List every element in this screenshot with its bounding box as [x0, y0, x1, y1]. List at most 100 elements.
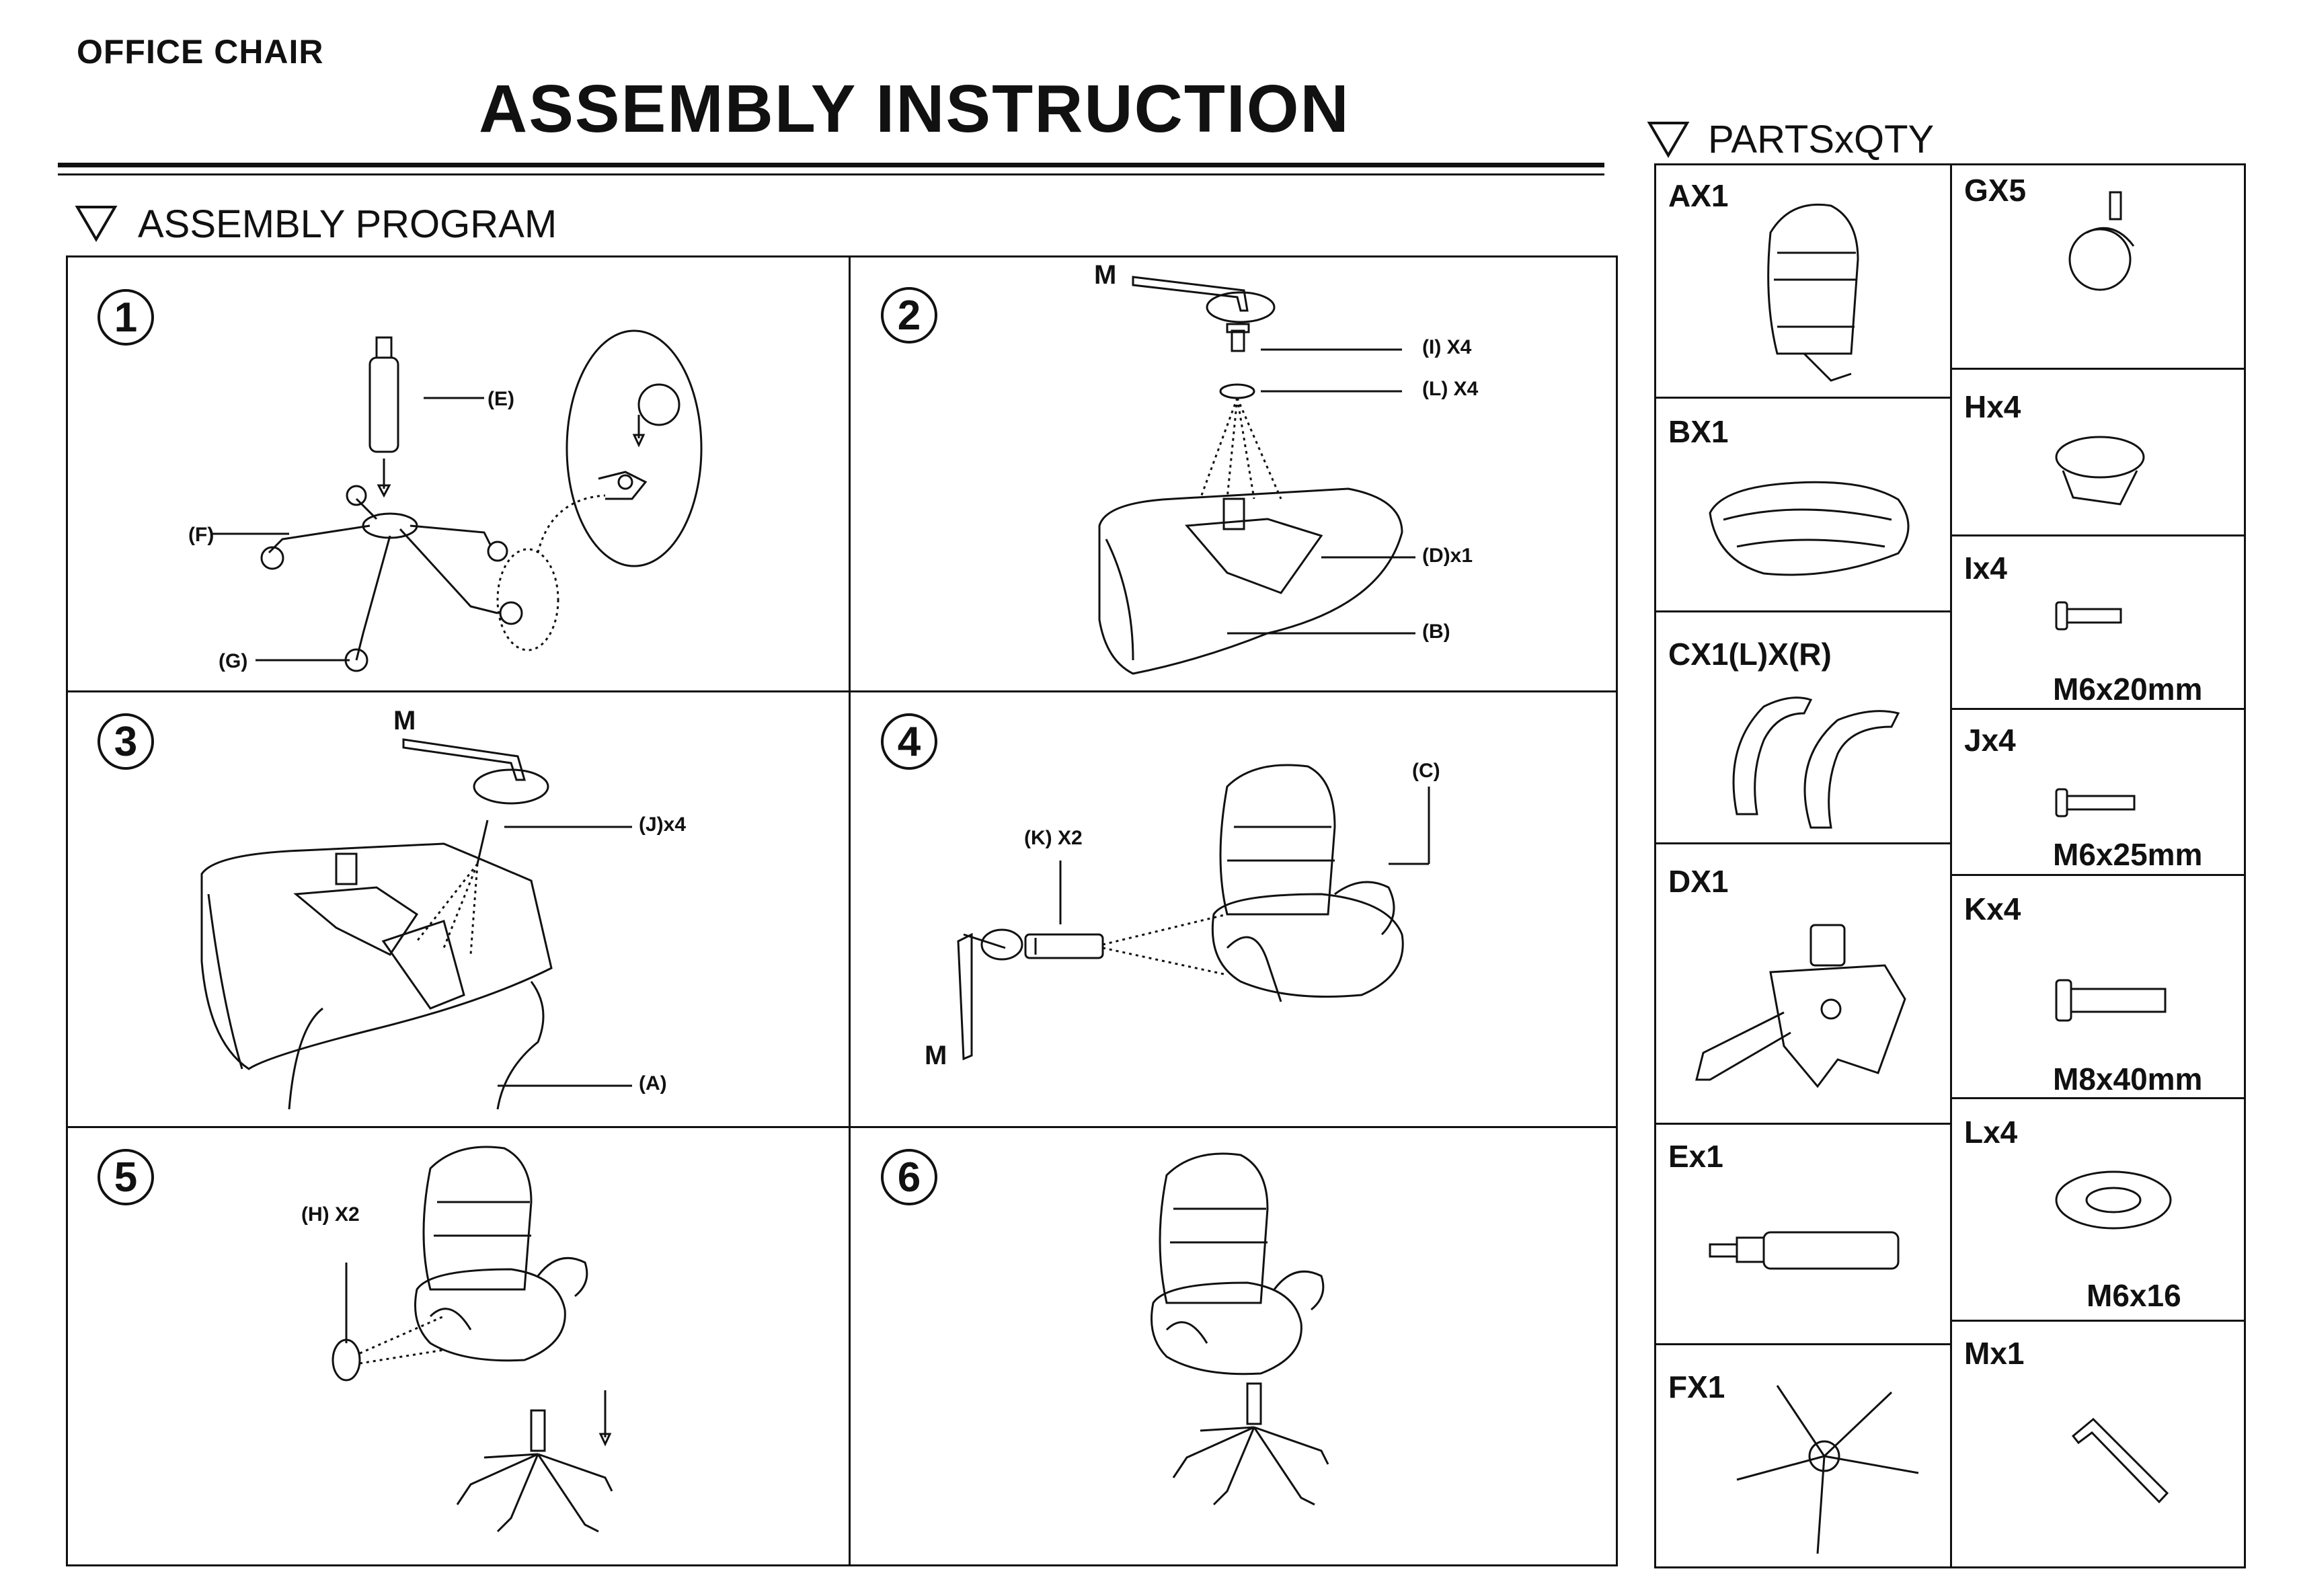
part-size: M6x25mm [2053, 837, 2203, 872]
gas-cylinder-icon [1709, 1231, 1900, 1270]
step-number: 3 [114, 719, 138, 765]
seat-mechanism-illustration [1098, 276, 1415, 675]
part-label: M [1094, 260, 1117, 290]
cap-icon [2055, 436, 2145, 506]
step-number-badge [98, 1149, 154, 1205]
grid-divider-horizontal [66, 690, 1618, 692]
step-3-panel: 3 M (J)x4 (A) [67, 692, 849, 1126]
step-number-badge [98, 713, 154, 770]
part-b: BX1 [1656, 399, 1950, 610]
part-size: M6x16 [2087, 1278, 2181, 1313]
part-code: GX5 [1964, 173, 2027, 208]
part-label: (A) [639, 1072, 667, 1094]
part-code: Kx4 [1964, 891, 2021, 926]
document-title: ASSEMBLY INSTRUCTION [479, 71, 1350, 147]
mechanism-icon [1695, 924, 1906, 1088]
bolt-icon [2055, 788, 2136, 817]
part-code: Lx4 [1964, 1115, 2018, 1150]
star-base-icon [1736, 1385, 1919, 1554]
part-g: GX5 [1952, 165, 2246, 368]
step-number-badge [881, 713, 937, 770]
part-label: (C) [1412, 760, 1440, 782]
part-j: Jx4 M6x25mm [1952, 710, 2246, 874]
parts-row-divider [1654, 1343, 1951, 1345]
parts-row-divider [1654, 397, 1951, 399]
part-label: (F) [188, 524, 215, 546]
part-c: CX1(L)X(R) [1656, 612, 1950, 842]
step-number: 6 [897, 1154, 921, 1201]
part-code: DX1 [1668, 864, 1729, 899]
parts-heading: PARTSxQTY [1708, 118, 1935, 161]
finished-chair-illustration [1151, 1152, 1329, 1506]
title-rule-thick [58, 163, 1604, 167]
step-6-panel: 6 [851, 1128, 1618, 1565]
part-a: AX1 [1656, 165, 1950, 397]
step-number: 1 [114, 294, 138, 341]
assembly-program-heading: ASSEMBLY PROGRAM [138, 202, 557, 246]
step-1-panel: 1 (E) (F) (G) [67, 257, 849, 690]
part-label: (J)x4 [639, 813, 687, 836]
part-code: BX1 [1668, 414, 1729, 449]
step-number-badge [98, 289, 154, 346]
armrest-attach-illustration [957, 764, 1430, 1061]
step-4-panel: 4 (C) (K) X2 M [851, 692, 1618, 1126]
part-size: M6x20mm [2053, 672, 2203, 707]
grid-divider-horizontal [66, 1126, 1618, 1128]
document-subtitle: OFFICE CHAIR [77, 33, 324, 71]
step-number-badge [881, 287, 937, 344]
part-label: M [393, 706, 416, 735]
base-cylinder-illustration [212, 329, 703, 672]
part-label: (E) [488, 388, 514, 410]
chair-on-base-illustration [332, 1146, 613, 1533]
bolt-icon [2055, 601, 2122, 631]
backrest-icon [1767, 203, 1859, 382]
armrest-icon [1732, 696, 1900, 829]
part-e: Ex1 [1656, 1125, 1950, 1343]
part-code: Mx1 [1964, 1336, 2025, 1371]
parts-row-divider [1950, 1320, 2246, 1322]
part-i: Ix4 M6x20mm [1952, 536, 2246, 708]
parts-row-divider [1950, 368, 2246, 370]
part-size: M8x40mm [2053, 1062, 2203, 1096]
assembly-program-grid [66, 255, 1618, 1566]
part-d: DX1 [1656, 844, 1950, 1123]
parts-row-divider [1950, 874, 2246, 876]
part-label: (G) [219, 650, 248, 672]
parts-row-divider [1654, 610, 1951, 612]
bolt-icon [2055, 979, 2167, 1022]
part-label: (K) X2 [1024, 827, 1083, 849]
part-label: (B) [1422, 621, 1450, 643]
part-k: Kx4 M8x40mm [1952, 876, 2246, 1097]
title-rule-thin [58, 173, 1604, 175]
step-number: 5 [114, 1154, 138, 1201]
part-m: Mx1 [1952, 1322, 2246, 1566]
part-l: Lx4 M6x16 [1952, 1099, 2246, 1320]
allen-key-icon [2071, 1417, 2169, 1504]
washer-icon [2055, 1170, 2172, 1230]
part-f: FX1 [1656, 1345, 1950, 1566]
seat-icon [1709, 481, 1910, 576]
step-number: 4 [897, 719, 921, 765]
step-5-panel: 5 (H) X2 [67, 1128, 849, 1565]
caster-icon [2068, 191, 2135, 291]
part-h: Hx4 [1952, 370, 2246, 534]
part-code: FX1 [1668, 1369, 1725, 1404]
part-label: (I) X4 [1422, 336, 1472, 358]
part-label: M [925, 1041, 947, 1070]
part-code: Jx4 [1964, 723, 2016, 758]
step-2-panel: 2 M (I) X4 (L) X4 (D)x1 (B) [851, 257, 1618, 690]
part-code: AX1 [1668, 178, 1729, 213]
parts-row-divider [1950, 1097, 2246, 1099]
parts-row-divider [1950, 534, 2246, 536]
part-code: Ix4 [1964, 551, 2007, 586]
part-code: Hx4 [1964, 389, 2021, 424]
part-label: (L) X4 [1422, 378, 1479, 400]
part-code: Ex1 [1668, 1139, 1723, 1174]
seat-backrest-illustration [200, 738, 632, 1110]
part-label: (D)x1 [1422, 545, 1473, 567]
grid-divider-vertical [849, 255, 851, 1566]
step-number-badge [881, 1149, 937, 1205]
parts-row-divider [1654, 842, 1951, 844]
step-number: 2 [897, 292, 921, 339]
parts-grid-divider-vertical [1950, 163, 1952, 1568]
